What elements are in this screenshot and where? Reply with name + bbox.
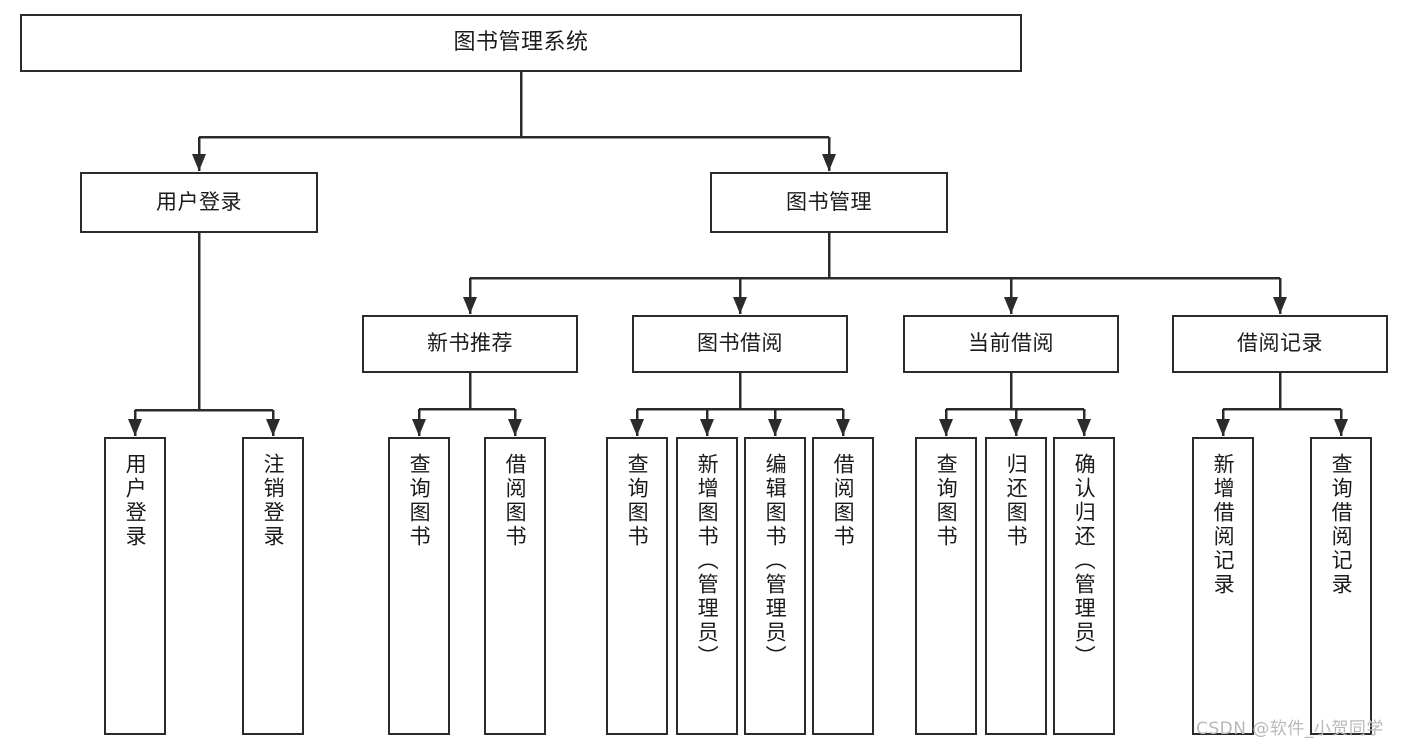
node-label: 新增图书（管理员） — [695, 453, 720, 669]
node-bookmgmt[interactable]: 图书管理 — [710, 172, 948, 233]
node-label: 查询图书 — [934, 453, 959, 549]
node-leaf-bor-1[interactable]: 查询图书 — [606, 437, 668, 735]
arrowhead-root-0 — [192, 154, 206, 171]
watermark-label: CSDN @软件_小贺同学 — [1196, 719, 1384, 739]
node-label: 新增借阅记录 — [1211, 453, 1236, 597]
arrowhead-borrow-2 — [768, 419, 782, 436]
node-root[interactable]: 图书管理系统 — [20, 14, 1022, 72]
node-leaf-bor-4[interactable]: 借阅图书 — [812, 437, 874, 735]
node-leaf-cur-3[interactable]: 确认归还（管理员） — [1053, 437, 1115, 735]
arrowhead-login-0 — [128, 419, 142, 436]
node-leaf-login-1[interactable]: 用户登录 — [104, 437, 166, 735]
node-records[interactable]: 借阅记录 — [1172, 315, 1388, 373]
arrowhead-records-1 — [1334, 419, 1348, 436]
arrowhead-newbook-1 — [508, 419, 522, 436]
node-label: 用户登录 — [156, 189, 242, 214]
node-newbook[interactable]: 新书推荐 — [362, 315, 578, 373]
arrowhead-newbook-0 — [412, 419, 426, 436]
node-label: 用户登录 — [123, 453, 148, 549]
node-label: 查询借阅记录 — [1329, 453, 1354, 597]
arrowhead-current-2 — [1077, 419, 1091, 436]
node-leaf-new-1[interactable]: 查询图书 — [388, 437, 450, 735]
arrowhead-login-1 — [266, 419, 280, 436]
node-leaf-cur-2[interactable]: 归还图书 — [985, 437, 1047, 735]
arrowhead-bookmgmt-2 — [1004, 297, 1018, 314]
arrowhead-bookmgmt-1 — [733, 297, 747, 314]
arrowhead-bookmgmt-3 — [1273, 297, 1287, 314]
node-leaf-new-2[interactable]: 借阅图书 — [484, 437, 546, 735]
node-label: 归还图书 — [1004, 453, 1029, 549]
node-label: 借阅图书 — [831, 453, 856, 549]
node-leaf-bor-3[interactable]: 编辑图书（管理员） — [744, 437, 806, 735]
node-label: 查询图书 — [407, 453, 432, 549]
arrowhead-borrow-0 — [630, 419, 644, 436]
node-label: 编辑图书（管理员） — [763, 453, 788, 669]
node-leaf-login-2[interactable]: 注销登录 — [242, 437, 304, 735]
node-leaf-bor-2[interactable]: 新增图书（管理员） — [676, 437, 738, 735]
node-label: 图书管理系统 — [453, 29, 589, 55]
arrowhead-current-1 — [1009, 419, 1023, 436]
node-label: 当前借阅 — [968, 331, 1054, 356]
node-label: 借阅记录 — [1237, 331, 1323, 356]
arrowhead-root-1 — [822, 154, 836, 171]
arrowhead-current-0 — [939, 419, 953, 436]
node-leaf-cur-1[interactable]: 查询图书 — [915, 437, 977, 735]
arrowhead-borrow-1 — [700, 419, 714, 436]
node-borrow[interactable]: 图书借阅 — [632, 315, 848, 373]
node-label: 确认归还（管理员） — [1072, 453, 1097, 669]
node-label: 图书借阅 — [697, 331, 783, 356]
node-label: 查询图书 — [625, 453, 650, 549]
node-label: 新书推荐 — [427, 331, 513, 356]
node-login[interactable]: 用户登录 — [80, 172, 318, 233]
node-current[interactable]: 当前借阅 — [903, 315, 1119, 373]
node-label: 注销登录 — [261, 453, 286, 549]
node-label: 图书管理 — [786, 189, 872, 214]
arrowhead-records-0 — [1216, 419, 1230, 436]
node-leaf-rec-2[interactable]: 查询借阅记录 — [1310, 437, 1372, 735]
arrowhead-borrow-3 — [836, 419, 850, 436]
node-label: 借阅图书 — [503, 453, 528, 549]
node-leaf-rec-1[interactable]: 新增借阅记录 — [1192, 437, 1254, 735]
arrowhead-bookmgmt-0 — [463, 297, 477, 314]
